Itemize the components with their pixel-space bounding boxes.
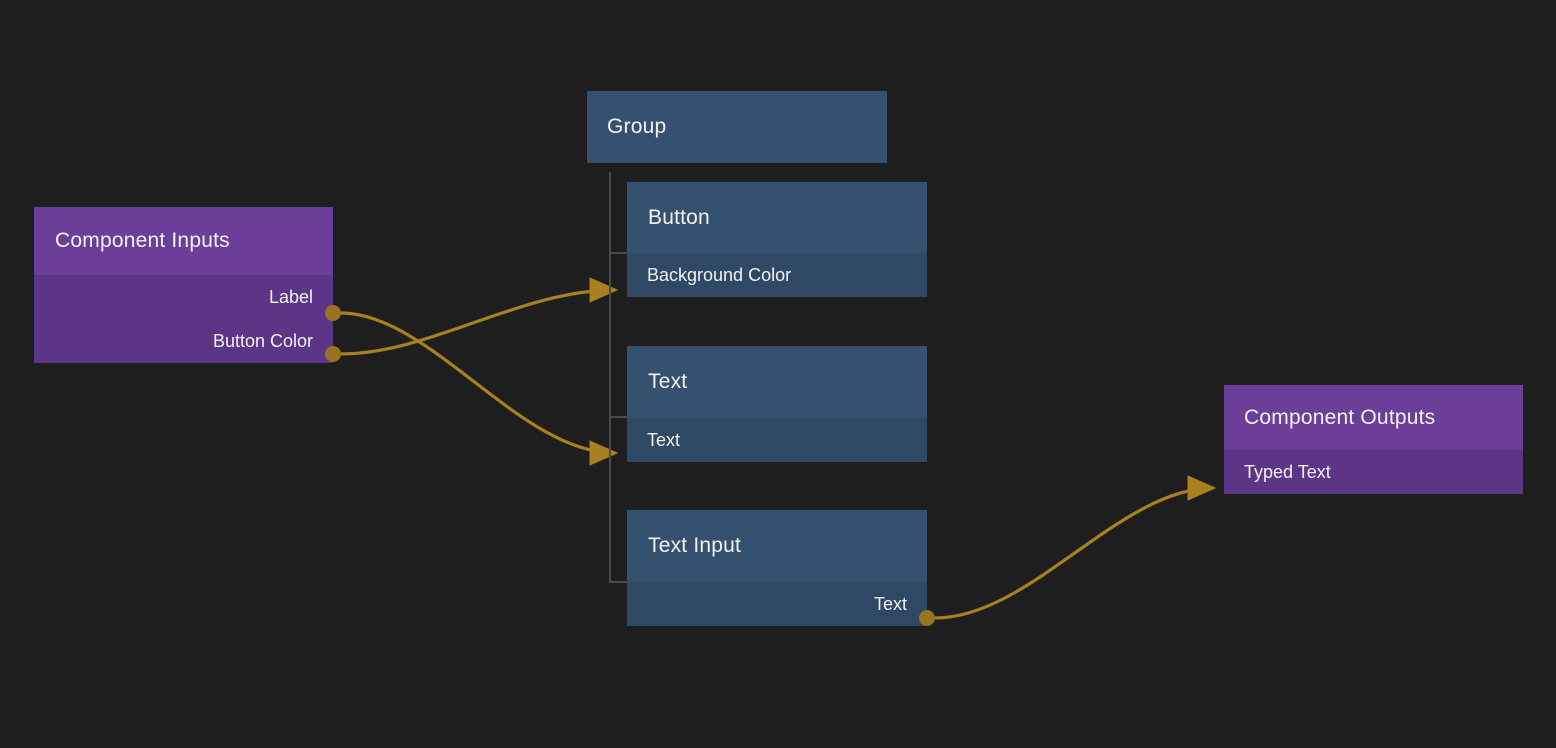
output-port-text[interactable]: Text — [627, 582, 927, 626]
node-body: Text — [627, 418, 927, 462]
node-header[interactable]: Button — [627, 182, 927, 253]
group-tree-stub-text — [609, 416, 627, 418]
node-header[interactable]: Component Outputs — [1224, 385, 1523, 450]
port-label-text: Typed Text — [1244, 461, 1331, 482]
node-header[interactable]: Group — [587, 91, 887, 163]
edge-label-to-text — [340, 311, 619, 466]
port-label-text: Text — [873, 593, 907, 614]
node-body: Typed Text — [1224, 450, 1523, 494]
edge-button-color-to-background-color — [340, 277, 619, 356]
node-header[interactable]: Text Input — [627, 510, 927, 582]
input-port-background-color[interactable]: Background Color — [627, 253, 927, 297]
port-label-text: Button Color — [212, 330, 313, 351]
input-port-text[interactable]: Text — [627, 418, 927, 462]
node-title: Component Outputs — [1244, 405, 1436, 429]
port-dot-label[interactable] — [325, 305, 341, 321]
node-title: Button — [648, 205, 710, 229]
node-body: Text — [627, 582, 927, 626]
node-component-outputs[interactable]: Component Outputs Typed Text — [1224, 385, 1523, 523]
node-group[interactable]: Group — [587, 91, 887, 163]
port-dot-text-output[interactable] — [919, 610, 935, 626]
node-header[interactable]: Component Inputs — [34, 207, 333, 275]
node-text[interactable]: Text Text — [627, 346, 927, 490]
edge-text-input-to-typed-text — [934, 475, 1217, 620]
node-body: Label Button Color — [34, 275, 333, 363]
node-button[interactable]: Button Background Color — [627, 182, 927, 325]
port-dot-button-color[interactable] — [325, 346, 341, 362]
node-component-inputs[interactable]: Component Inputs Label Button Color — [34, 207, 333, 390]
port-label-text: Label — [268, 286, 313, 307]
node-text-input[interactable]: Text Input Text — [627, 510, 927, 654]
output-port-button-color[interactable]: Button Color — [34, 319, 333, 363]
node-title: Text — [648, 370, 688, 393]
node-title: Group — [607, 115, 667, 138]
group-tree-trunk — [609, 172, 611, 583]
node-body: Background Color — [627, 253, 927, 297]
group-tree-stub-button — [609, 252, 627, 254]
group-tree-stub-text-input — [609, 581, 627, 583]
node-header[interactable]: Text — [627, 346, 927, 418]
output-port-label[interactable]: Label — [34, 275, 333, 319]
port-label-text: Text — [647, 429, 681, 450]
input-port-typed-text[interactable]: Typed Text — [1224, 450, 1523, 494]
node-title: Component Inputs — [55, 229, 230, 252]
node-title: Text Input — [648, 534, 742, 557]
port-label-text: Background Color — [647, 264, 792, 285]
